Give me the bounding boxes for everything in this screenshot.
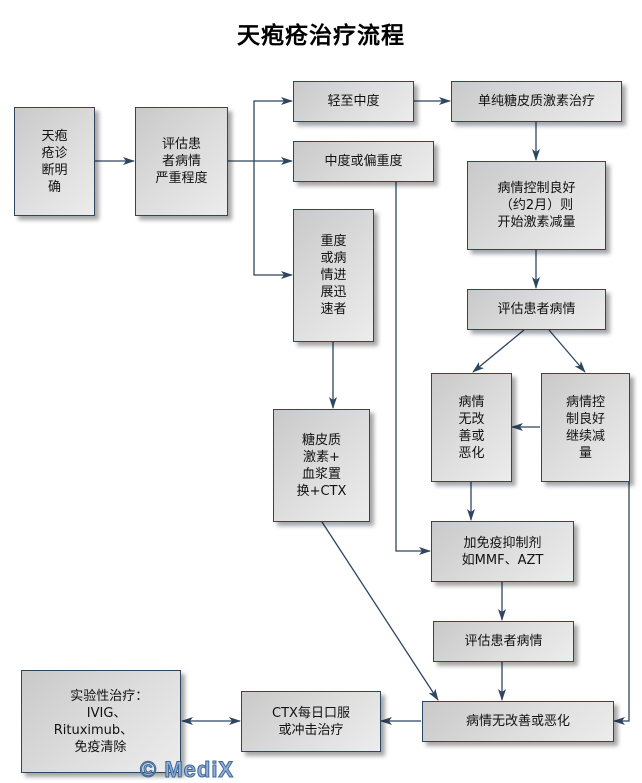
node-moderate-severe-label: 中度或偏重度 <box>324 154 403 169</box>
edge-assess-to-mild <box>228 97 293 162</box>
node-diagnosis-label: 天疱 疮诊 断明 确 <box>41 128 68 195</box>
node-controlled-taper-label: 病情控制良好 （约2月）则 开始激素减量 <box>497 181 576 230</box>
node-no-improve-1: 病情 无改 善或 恶化 <box>431 373 512 482</box>
node-assess-2-label: 评估患者病情 <box>464 634 543 649</box>
node-steroid-plasma-ctx-label: 糖皮质 激素+ 血浆置 换+CTX <box>296 432 347 499</box>
node-steroid-plasma-ctx: 糖皮质 激素+ 血浆置 换+CTX <box>273 409 370 522</box>
edge-assess-to-severe <box>253 161 293 279</box>
node-steroid-only: 单纯糖皮质激素治疗 <box>451 81 622 122</box>
node-experimental-label: 实验性治疗： IVIG、 Rituximub、 免疫清除 <box>53 688 149 755</box>
node-controlled-taper: 病情控制良好 （约2月）则 开始激素减量 <box>467 161 606 250</box>
node-steroid-only-label: 单纯糖皮质激素治疗 <box>477 94 595 109</box>
node-no-improve-1-label: 病情 无改 善或 恶化 <box>458 394 485 461</box>
node-controlled-continue-label: 病情控 制良好 继续减 量 <box>565 394 605 461</box>
node-assess-severity-label: 评估患 者病情 严重程度 <box>155 137 208 186</box>
node-controlled-continue: 病情控 制良好 继续减 量 <box>541 373 630 482</box>
node-no-improve-2-label: 病情无改善或恶化 <box>465 714 570 729</box>
node-add-immunosuppressant-label: 加免疫抑制剂 如MMF、AZT <box>461 535 544 568</box>
edge-moderate-to-immuno <box>395 182 431 555</box>
node-assess-1: 评估患者病情 <box>467 289 606 330</box>
node-severe-rapid-label: 重度 或病 情进 展迅 速者 <box>320 234 347 317</box>
node-assess-severity: 评估患 者病情 严重程度 <box>135 107 228 216</box>
node-assess-2: 评估患者病情 <box>433 621 574 662</box>
diagram-title: 天疱疮治疗流程 <box>237 23 405 49</box>
node-experimental: 实验性治疗： IVIG、 Rituximub、 免疫清除 <box>21 670 181 773</box>
node-no-improve-2: 病情无改善或恶化 <box>422 701 614 742</box>
watermark-logo: © MediX <box>139 757 235 783</box>
node-ctx-oral-pulse-label: CTX每日口服 或冲击治疗 <box>272 705 350 738</box>
edge-continue-to-noimprove2 <box>613 482 630 725</box>
edge-assess1-to-noimprove1 <box>472 329 525 373</box>
node-ctx-oral-pulse: CTX每日口服 或冲击治疗 <box>241 691 381 752</box>
node-add-immunosuppressant: 加免疫抑制剂 如MMF、AZT <box>431 521 574 582</box>
edge-steroidplasma-to-noimprove2 <box>321 521 439 701</box>
node-assess-1-label: 评估患者病情 <box>497 302 576 317</box>
node-severe-rapid: 重度 或病 情进 展迅 速者 <box>293 209 374 342</box>
node-moderate-severe: 中度或偏重度 <box>293 141 434 182</box>
node-mild-moderate-label: 轻至中度 <box>327 94 380 109</box>
node-mild-moderate: 轻至中度 <box>293 81 414 122</box>
edge-assess1-to-continue <box>548 329 586 373</box>
node-diagnosis: 天疱 疮诊 断明 确 <box>14 107 95 216</box>
